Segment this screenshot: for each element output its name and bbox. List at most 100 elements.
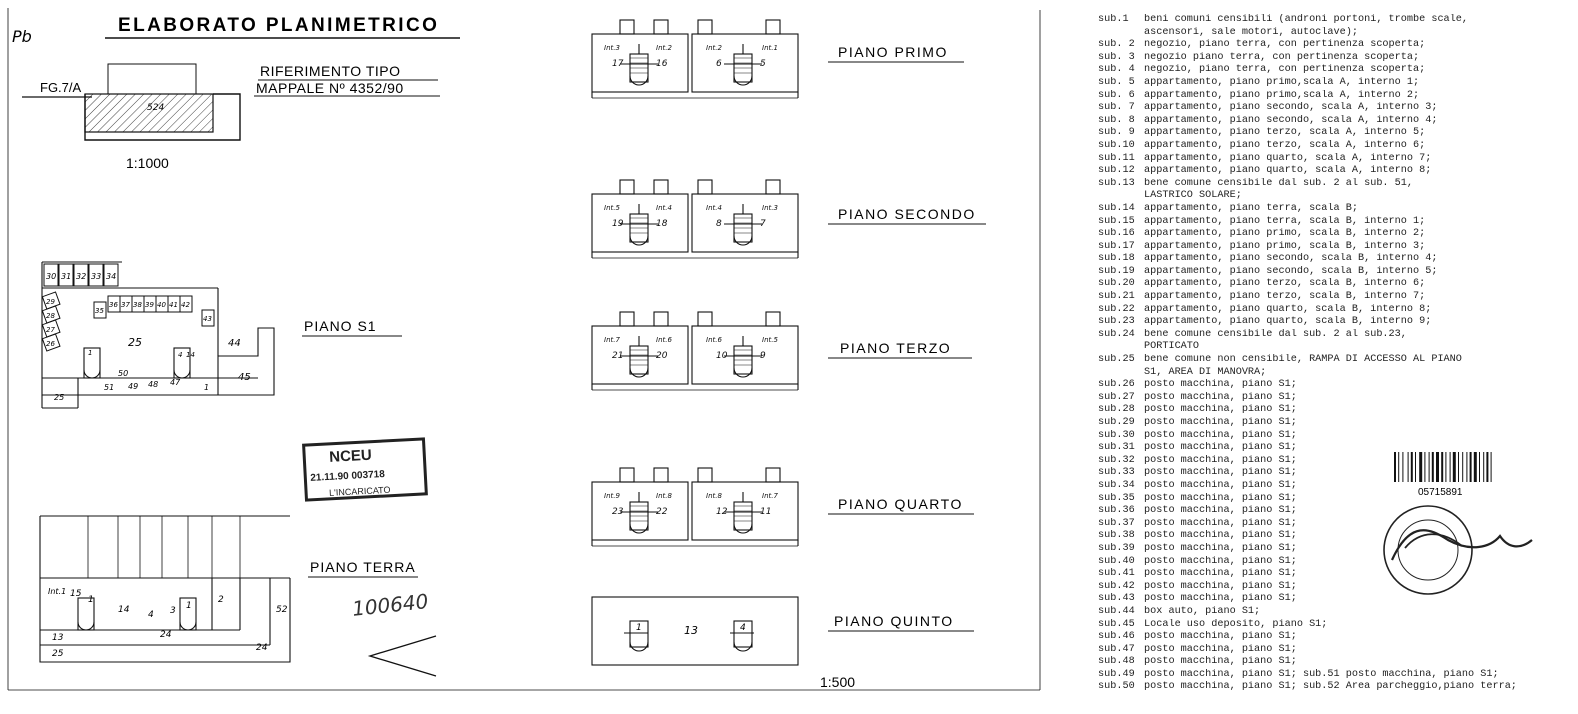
terra-label: 2 — [218, 595, 224, 605]
legend-sub-code: sub.30 — [1098, 429, 1135, 441]
legend-description: posto macchina, piano S1; — [1144, 568, 1297, 580]
legend-sub-code: sub.49 — [1098, 668, 1135, 680]
legend-row: S1, AREA DI MANOVRA; — [1098, 367, 1568, 380]
barcode-bar — [1458, 452, 1459, 482]
barcode-bar — [1394, 452, 1396, 482]
s1-center-label: 25 — [128, 336, 142, 349]
legend-description: posto macchina, piano S1; — [1144, 580, 1297, 592]
legend-description: appartamento, piano primo,scala A, inter… — [1144, 76, 1420, 88]
sub-number: 7 — [760, 219, 766, 229]
plan-bump — [653, 311, 669, 327]
apartment-block-b — [691, 33, 799, 93]
s1-bottom-label: 1 — [204, 383, 209, 392]
legend-sub-code: sub.47 — [1098, 643, 1135, 655]
quinto-label-4: 4 — [740, 623, 746, 633]
key-plan: 524 — [84, 63, 241, 141]
s1-box-label: 34 — [106, 272, 116, 281]
legend-description: appartamento, piano quarto, scala A, int… — [1144, 152, 1432, 164]
stamp-line1: NCEU — [329, 447, 372, 466]
legend-description: negozio, piano terra, con pertinenza sco… — [1144, 64, 1426, 76]
legend-description: posto macchina, piano S1; — [1144, 631, 1297, 643]
plan-bump — [765, 19, 781, 35]
s1-box-label: 40 — [157, 301, 166, 309]
terra-label: 24 — [160, 630, 172, 640]
s1-bottom-label: 25 — [54, 393, 64, 402]
terra-verticals — [87, 516, 241, 578]
legend-sub-code: sub. 2 — [1098, 39, 1135, 51]
s1-box-label: 42 — [181, 301, 190, 309]
legend-description: appartamento, piano terra, scala B; — [1144, 202, 1358, 214]
legend-sub-code: sub.28 — [1098, 404, 1135, 416]
scale-1000: 1:1000 — [126, 155, 169, 171]
plan-bump — [653, 179, 669, 195]
legend-description: appartamento, piano quarto, scala A, int… — [1144, 165, 1432, 177]
legend-sub-code: sub. 5 — [1098, 76, 1135, 88]
legend-description: bene comune censibile dal sub. 2 al sub.… — [1144, 177, 1413, 189]
legend-description: appartamento, piano secondo, scala B, in… — [1144, 253, 1438, 265]
legend-row: sub.11 appartamento, piano quarto, scala … — [1098, 153, 1568, 166]
s1-box — [41, 333, 61, 352]
s1-box-label: 39 — [145, 301, 154, 309]
margin-note: Pb — [12, 27, 32, 46]
legend-sub-code: sub. 8 — [1098, 114, 1135, 126]
legend-sub-code: sub.26 — [1098, 379, 1135, 391]
s1-box-label: 31 — [61, 272, 71, 281]
legend-description: posto macchina, piano S1; — [1144, 542, 1297, 554]
legend-sub-code: sub.23 — [1098, 316, 1135, 328]
sub-number: 12 — [716, 507, 728, 517]
s1-box-label: 32 — [76, 272, 86, 281]
legend-sub-code: sub. 7 — [1098, 102, 1135, 114]
legend-sub-code: sub.15 — [1098, 215, 1135, 227]
floor-label-terra: PIANO TERRA — [310, 559, 416, 575]
legend-description: box auto, piano S1; — [1144, 605, 1261, 617]
legend-sub-code: sub.35 — [1098, 492, 1135, 504]
legend-description: negozio piano terra, con pertinenza scop… — [1144, 51, 1420, 63]
sheet-title: ELABORATO PLANIMETRICO — [118, 15, 439, 36]
legend-description: appartamento, piano secondo, scala A, in… — [1144, 114, 1438, 126]
legend-sub-code: sub.18 — [1098, 253, 1135, 265]
legend-description: posto macchina, piano S1; — [1144, 467, 1297, 479]
legend-description: appartamento, piano primo,scala A, inter… — [1144, 89, 1420, 101]
s1-box — [73, 263, 89, 287]
interior-label: Int.3 — [604, 44, 620, 52]
terra-label: 15 — [70, 589, 82, 599]
plan-bump — [619, 179, 635, 195]
legend-description: appartamento, piano primo, scala B, inte… — [1144, 228, 1426, 240]
sub-number: 16 — [656, 59, 668, 69]
legend-description: posto macchina, piano S1; — [1144, 492, 1297, 504]
plot-number: 524 — [147, 103, 164, 113]
legend-sub-code: sub. 6 — [1098, 89, 1135, 101]
plan-bump — [697, 467, 713, 483]
s1-box — [58, 263, 74, 287]
floor-plan-quarto — [591, 467, 799, 547]
plan-piano-s1 — [41, 261, 275, 409]
s1-stair-label: 1 — [88, 349, 92, 357]
legend-row: sub. 8 appartamento, piano secondo, scala… — [1098, 115, 1568, 128]
sub-number: 21 — [612, 351, 623, 361]
legend-description: posto macchina, piano S1; — [1144, 442, 1297, 454]
terra-label: 1 — [88, 595, 94, 605]
interior-label: Int.8 — [706, 492, 722, 500]
plan-piano-quinto — [591, 596, 799, 666]
barcode-bar — [1483, 452, 1485, 482]
legend-sub-code: sub.11 — [1098, 152, 1135, 164]
legend-row: PORTICATO — [1098, 341, 1568, 354]
